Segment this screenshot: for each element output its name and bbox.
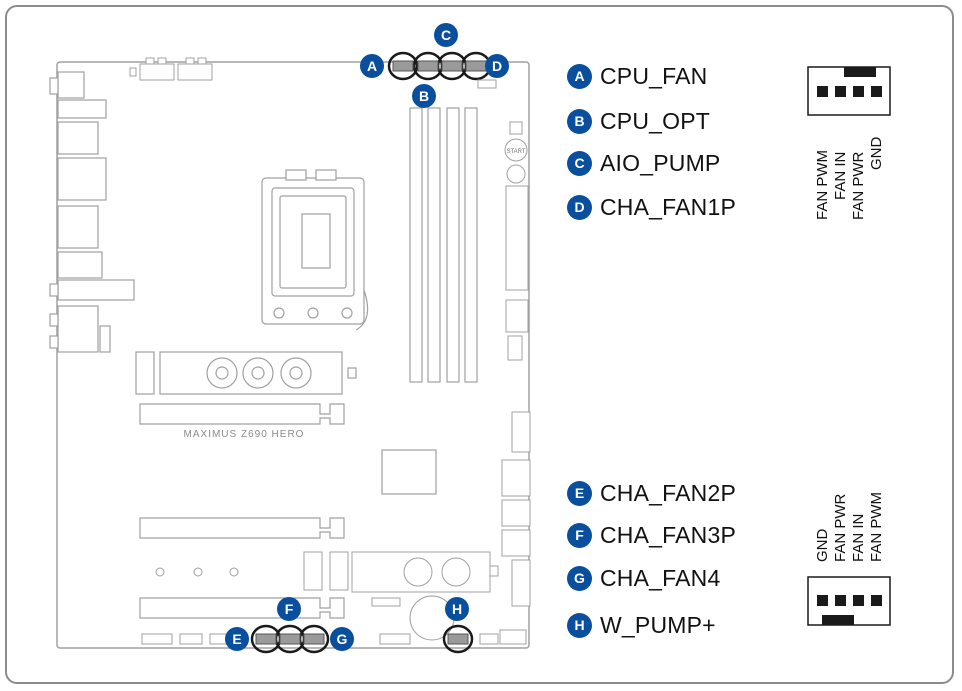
legend-label: W_PUMP+	[600, 611, 716, 638]
pin	[817, 595, 828, 606]
pin-label-gnd: GND	[814, 529, 831, 563]
right-edge-components	[499, 121, 531, 645]
legend-label: CHA_FAN3P	[600, 521, 737, 548]
badge-f-board: F	[277, 597, 301, 621]
pin	[817, 86, 828, 97]
board-name-label: MAXIMUS Z690 HERO	[184, 429, 305, 440]
start-button-label: START	[506, 149, 525, 155]
legend-item-cha-fan1p: D CHA_FAN1P	[567, 192, 736, 222]
pin-label-gnd: GND	[868, 137, 885, 171]
badge-a-board: A	[360, 54, 384, 78]
legend-label: CHA_FAN1P	[600, 193, 737, 220]
connector-key	[822, 615, 854, 625]
fan-headers-bottom	[250, 624, 474, 654]
svg-text:D: D	[492, 58, 502, 74]
rear-io-panel	[49, 71, 135, 353]
badge-d-board: D	[485, 54, 509, 78]
pin	[835, 595, 846, 606]
legend-label: CPU_OPT	[600, 107, 711, 134]
legend-item-cha-fan2p: E CHA_FAN2P	[567, 478, 736, 508]
pin	[853, 595, 864, 606]
pin-label-fan-pwm: FAN PWM	[814, 150, 831, 220]
badge-e-board: E	[225, 627, 249, 651]
legend-item-cpu-fan: A CPU_FAN	[567, 61, 707, 91]
badge-g-board: G	[330, 627, 354, 651]
badge-c: C	[567, 150, 592, 176]
pin-label-fan-pwr: FAN PWR	[832, 493, 849, 562]
pinout-top: FAN PWM FAN IN FAN PWR GND	[807, 66, 891, 220]
connector-key	[844, 67, 876, 77]
pin-label-fan-in: FAN IN	[850, 514, 867, 562]
pin-label-fan-in: FAN IN	[832, 152, 849, 200]
svg-text:A: A	[367, 58, 377, 74]
svg-text:B: B	[419, 88, 429, 104]
badge-f: F	[567, 522, 592, 548]
svg-text:H: H	[452, 601, 462, 617]
cpu-power-connectors	[129, 57, 213, 81]
badge-b: B	[567, 108, 592, 134]
badge-h-board: H	[445, 597, 469, 621]
legend-label: CHA_FAN2P	[600, 479, 737, 506]
fan-headers-top	[387, 51, 497, 89]
pin	[835, 86, 846, 97]
svg-text:F: F	[285, 601, 294, 617]
badge-a: A	[567, 63, 592, 89]
pin	[871, 86, 882, 97]
badge-b-board: B	[412, 84, 436, 108]
badge-c-board: C	[434, 23, 458, 47]
pin-label-fan-pwm: FAN PWM	[868, 492, 885, 562]
legend-label: CHA_FAN4	[600, 564, 721, 591]
board-callout-badges: A B C D E F G H	[225, 23, 509, 651]
pin	[853, 86, 864, 97]
badge-e: E	[567, 480, 592, 506]
lower-components	[141, 551, 499, 645]
cpu-socket	[261, 169, 369, 331]
chipset	[381, 449, 437, 495]
legend-label: CPU_FAN	[600, 62, 708, 89]
svg-text:E: E	[232, 631, 241, 647]
badge-g: G	[567, 565, 592, 591]
legend-item-w-pump: H W_PUMP+	[567, 610, 716, 640]
svg-text:G: G	[337, 631, 348, 647]
pin	[871, 595, 882, 606]
legend-label: AIO_PUMP	[600, 149, 721, 176]
badge-h: H	[567, 612, 592, 638]
badge-d: D	[567, 194, 592, 220]
legend-item-cha-fan4: G CHA_FAN4	[567, 563, 720, 593]
legend-item-cha-fan3p: F CHA_FAN3P	[567, 520, 736, 550]
svg-text:C: C	[441, 27, 451, 43]
legend-item-cpu-opt: B CPU_OPT	[567, 106, 710, 136]
pinout-bottom: GND FAN PWR FAN IN FAN PWM	[807, 492, 891, 626]
legend-item-aio-pump: C AIO_PUMP	[567, 148, 720, 178]
pin-label-fan-pwr: FAN PWR	[850, 151, 867, 220]
m2-heatsink	[135, 351, 357, 395]
dimm-slots	[409, 107, 478, 383]
